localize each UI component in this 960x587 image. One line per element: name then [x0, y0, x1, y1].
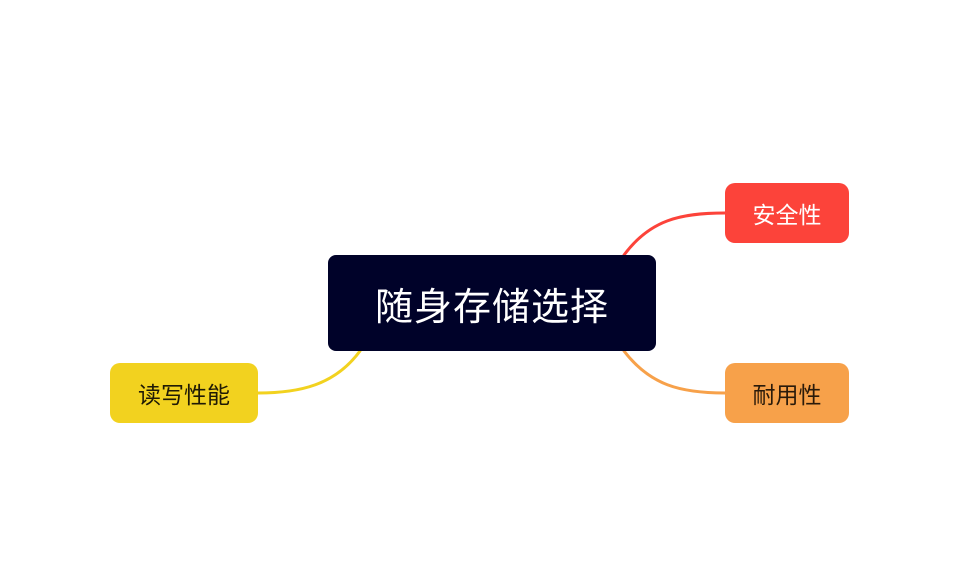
central-topic[interactable]: 随身存储选择	[328, 255, 656, 351]
topic-safety-label: 安全性	[752, 203, 822, 229]
topic-performance[interactable]: 读写性能	[110, 363, 258, 423]
connector-performance	[256, 349, 362, 395]
topic-performance-label: 读写性能	[138, 383, 230, 409]
topic-safety[interactable]: 安全性	[725, 183, 849, 243]
topic-durability-label: 耐用性	[752, 383, 822, 409]
central-topic-label: 随身存储选择	[374, 284, 609, 329]
connector-durability	[622, 349, 727, 395]
topic-durability[interactable]: 耐用性	[725, 363, 849, 423]
connector-safety	[622, 211, 727, 257]
